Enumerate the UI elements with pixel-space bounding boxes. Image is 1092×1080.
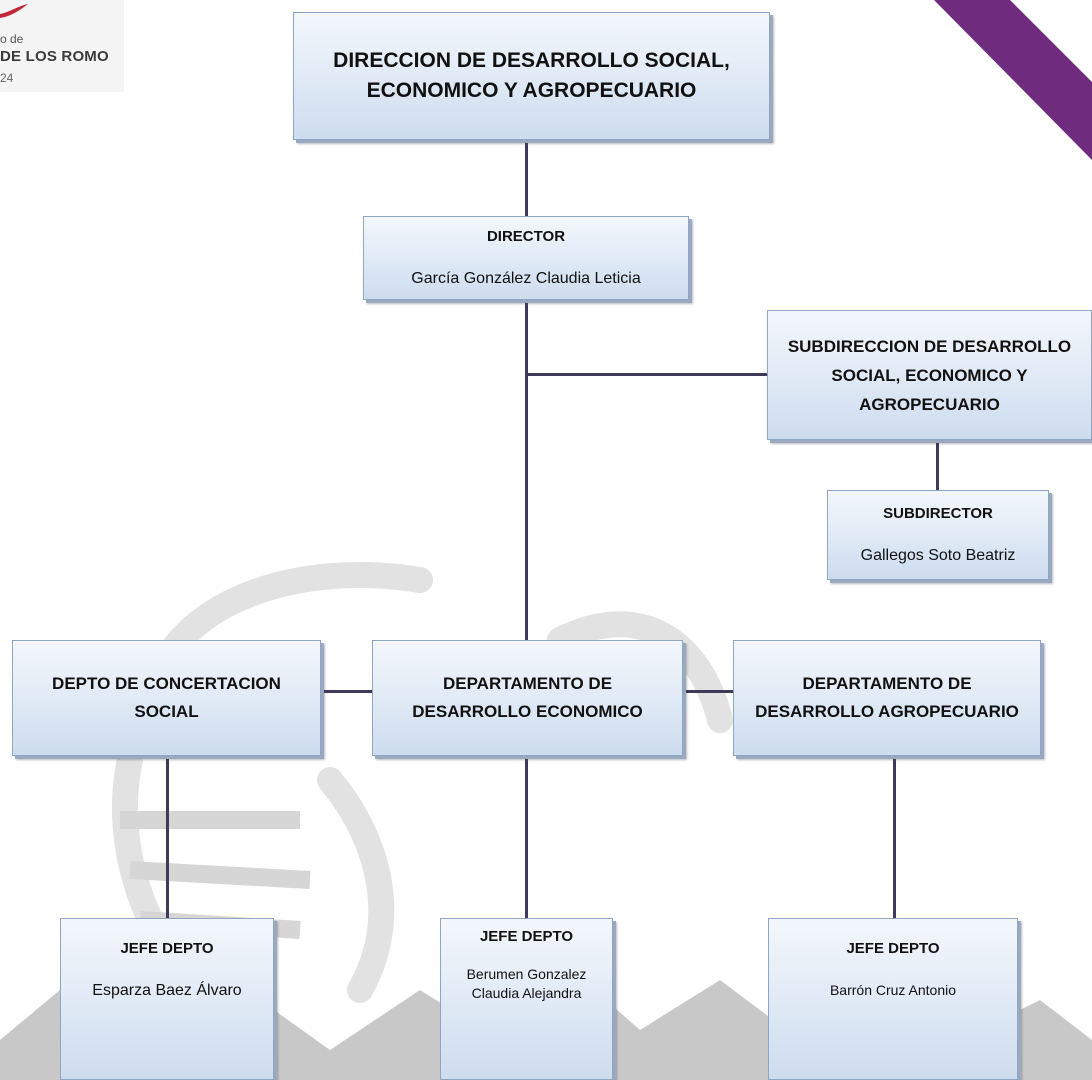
connector-tick xyxy=(683,690,685,717)
jefe-concertacion-name: Esparza Baez Álvaro xyxy=(92,982,242,999)
dept-economico-box: DEPARTAMENTO DE DESARROLLO ECONOMICO xyxy=(372,640,683,756)
connector-tick xyxy=(320,663,322,690)
direccion-title: DIRECCION DE DESARROLLO SOCIAL, ECONOMIC… xyxy=(333,49,730,102)
connector-director-departments xyxy=(525,300,528,640)
dept-concertacion-title: DEPTO DE CONCERTACION SOCIAL xyxy=(52,674,281,721)
jefe-agropecuario-role: JEFE DEPTO xyxy=(846,940,940,957)
municipality-logo: o de DE LOS ROMO 24 xyxy=(0,0,124,92)
subdirector-name: Gallegos Soto Beatriz xyxy=(860,547,1016,564)
connector-to-subdireccion xyxy=(527,373,768,376)
connector-concertacion-jefe xyxy=(166,756,169,918)
connector-economico-agropecuario xyxy=(683,690,733,693)
logo-text-line3: 24 xyxy=(0,71,14,85)
dept-concertacion-box: DEPTO DE CONCERTACION SOCIAL xyxy=(12,640,321,756)
logo-emblem-icon xyxy=(0,4,28,18)
connector-concertacion-economico xyxy=(322,690,372,693)
connector-subdireccion-subdirector xyxy=(936,440,939,490)
subdireccion-title: SUBDIRECCION DE DESARROLLO SOCIAL, ECONO… xyxy=(787,336,1072,414)
jefe-economico-box: JEFE DEPTO Berumen Gonzalez Claudia Alej… xyxy=(440,918,613,1080)
logo-text-line1: o de xyxy=(0,32,24,46)
jefe-concertacion-box: JEFE DEPTO Esparza Baez Álvaro xyxy=(60,918,274,1080)
director-role: DIRECTOR xyxy=(486,228,566,245)
jefe-economico-role: JEFE DEPTO xyxy=(479,928,574,945)
dept-agropecuario-box: DEPARTAMENTO DE DESARROLLO AGROPECUARIO xyxy=(733,640,1041,756)
connector-economico-jefe xyxy=(525,756,528,918)
subdirector-box: SUBDIRECTOR Gallegos Soto Beatriz xyxy=(827,490,1049,580)
subdireccion-box: SUBDIRECCION DE DESARROLLO SOCIAL, ECONO… xyxy=(767,310,1092,440)
director-box: DIRECTOR García González Claudia Leticia xyxy=(363,216,689,300)
jefe-agropecuario-box: JEFE DEPTO Barrón Cruz Antonio xyxy=(768,918,1018,1080)
jefe-concertacion-role: JEFE DEPTO xyxy=(120,940,214,957)
direccion-box: DIRECCION DE DESARROLLO SOCIAL, ECONOMIC… xyxy=(293,12,770,140)
jefe-agropecuario-name: Barrón Cruz Antonio xyxy=(829,982,957,998)
connector-agropecuario-jefe xyxy=(893,756,896,918)
logo-text-line2: DE LOS ROMO xyxy=(0,48,109,65)
jefe-economico-name: Berumen Gonzalez Claudia Alejandra xyxy=(466,966,587,1001)
dept-agropecuario-title: DEPARTAMENTO DE DESARROLLO AGROPECUARIO xyxy=(755,674,1019,721)
director-name: García González Claudia Leticia xyxy=(411,270,641,287)
connector-top-director xyxy=(525,140,528,216)
dept-economico-title: DEPARTAMENTO DE DESARROLLO ECONOMICO xyxy=(412,674,643,721)
subdirector-role: SUBDIRECTOR xyxy=(883,505,993,522)
corner-ribbon xyxy=(934,0,1092,160)
